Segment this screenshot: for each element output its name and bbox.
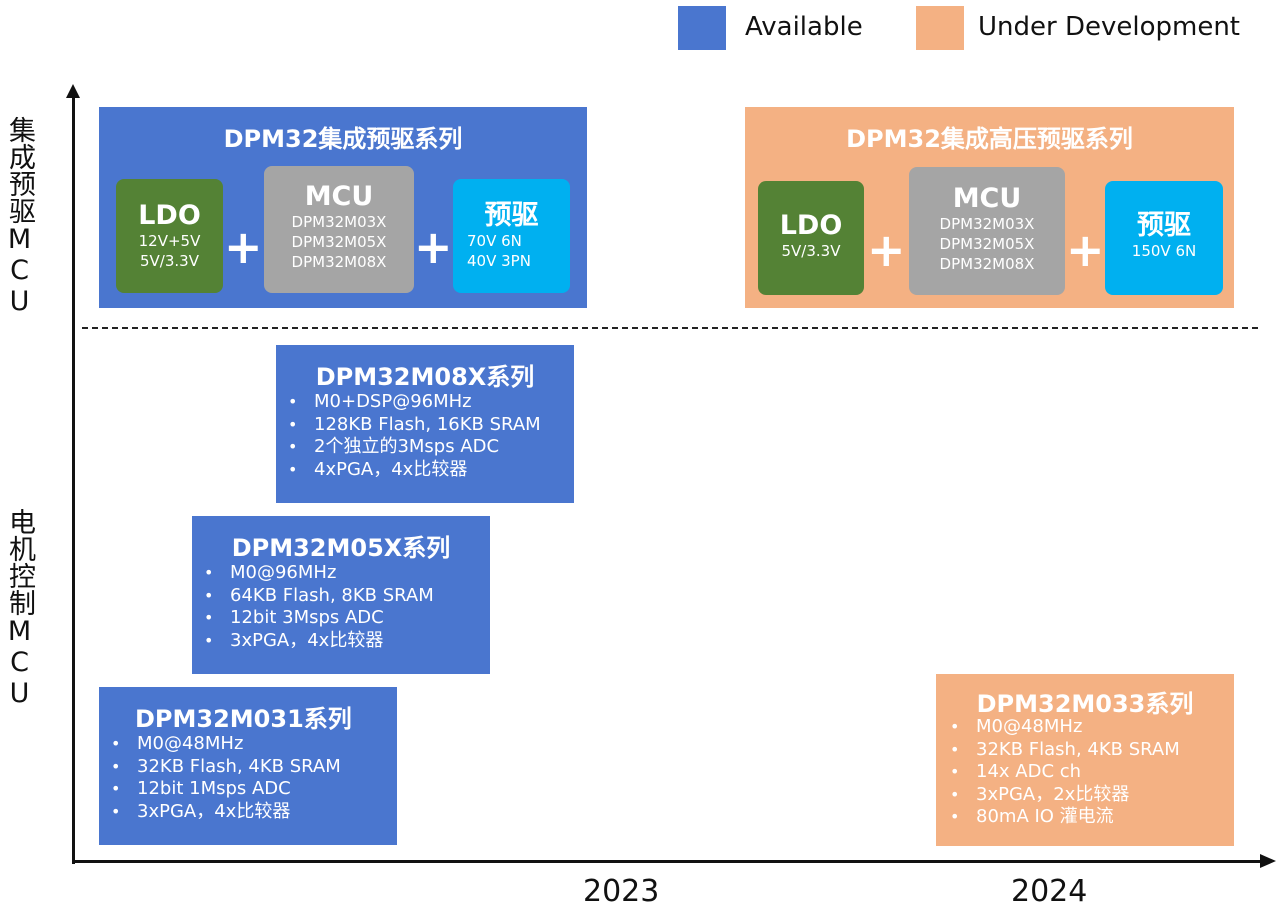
series-m08x-features: M0+DSP@96MHz 128KB Flash, 16KB SRAM 2个独立… (288, 391, 541, 481)
series-m05x-title: DPM32M05X系列 (231, 534, 451, 562)
mcu-model: DPM32M08X (291, 253, 387, 271)
feature-item: M0@48MHz (111, 733, 341, 756)
feature-item: M0@48MHz (950, 716, 1180, 739)
feature-item: M0+DSP@96MHz (288, 391, 541, 414)
x-tick-2023: 2023 (583, 874, 660, 909)
mcu-model: DPM32M03X (939, 215, 1035, 233)
mcu-block: MCU DPM32M03X DPM32M05X DPM32M08X (264, 166, 414, 293)
ldo-title: LDO (138, 200, 201, 231)
plus-sign: + (224, 220, 263, 274)
feature-item: 2个独立的3Msps ADC (288, 436, 541, 459)
ldo-block: LDO 5V/3.3V (758, 181, 864, 295)
ldo-title: LDO (779, 210, 843, 241)
feature-item: 12bit 1Msps ADC (111, 778, 341, 801)
feature-item: 4xPGA，4x比较器 (288, 459, 541, 482)
series-m031-features: M0@48MHz 32KB Flash, 4KB SRAM 12bit 1Msp… (111, 733, 341, 823)
mcu-title: MCU (304, 181, 374, 212)
series-m033-panel: DPM32M033系列 M0@48MHz 32KB Flash, 4KB SRA… (936, 674, 1234, 846)
x-axis-arrowhead (1260, 854, 1276, 868)
plus-sign: + (414, 220, 453, 274)
feature-item: 14x ADC ch (950, 761, 1180, 784)
ldo-block: LDO 12V+5V 5V/3.3V (116, 179, 223, 293)
category-divider (82, 327, 1258, 329)
feature-item: 3xPGA，4x比较器 (111, 801, 341, 824)
feature-item: 32KB Flash, 4KB SRAM (111, 756, 341, 779)
series-m033-features: M0@48MHz 32KB Flash, 4KB SRAM 14x ADC ch… (950, 716, 1180, 829)
integrated-hv-predriver-panel: DPM32集成高压预驱系列 LDO 5V/3.3V + MCU DPM32M03… (745, 107, 1234, 308)
series-m05x-panel: DPM32M05X系列 M0@96MHz 64KB Flash, 8KB SRA… (192, 516, 490, 674)
x-tick-2024: 2024 (1011, 874, 1088, 909)
series-m05x-features: M0@96MHz 64KB Flash, 8KB SRAM 12bit 3Msp… (204, 562, 434, 652)
ldo-spec: 5V/3.3V (781, 242, 841, 260)
predriver-title: 预驱 (1137, 210, 1191, 241)
integrated-hv-predriver-title: DPM32集成高压预驱系列 (846, 125, 1133, 153)
legend-under-development-label: Under Development (978, 12, 1240, 42)
series-m08x-title: DPM32M08X系列 (315, 363, 535, 391)
mcu-model: DPM32M03X (291, 213, 387, 231)
legend-available-label: Available (745, 12, 863, 42)
mcu-model: DPM32M05X (291, 233, 387, 251)
y-label-integrated-predriver: 集成预驱MCU (4, 116, 35, 317)
predriver-title: 预驱 (484, 200, 539, 231)
feature-item: 3xPGA，2x比较器 (950, 784, 1180, 807)
predriver-block: 预驱 150V 6N (1105, 181, 1223, 295)
mcu-model: DPM32M08X (939, 255, 1035, 273)
predriver-spec: 70V 6N (467, 232, 522, 250)
feature-item: 12bit 3Msps ADC (204, 607, 434, 630)
feature-item: M0@96MHz (204, 562, 434, 585)
predriver-block: 预驱 70V 6N 40V 3PN (453, 179, 570, 293)
ldo-spec: 12V+5V (138, 232, 201, 250)
feature-item: 128KB Flash, 16KB SRAM (288, 414, 541, 437)
feature-item: 32KB Flash, 4KB SRAM (950, 739, 1180, 762)
series-m033-title: DPM32M033系列 (976, 690, 1194, 718)
integrated-predriver-panel: DPM32集成预驱系列 LDO 12V+5V 5V/3.3V + MCU DPM… (99, 107, 587, 308)
y-axis (72, 96, 75, 864)
predriver-spec: 150V 6N (1131, 242, 1197, 260)
y-axis-arrowhead (66, 84, 80, 98)
mcu-title: MCU (952, 183, 1022, 214)
plus-sign: + (1066, 223, 1105, 277)
predriver-spec: 40V 3PN (467, 252, 531, 270)
plus-sign: + (867, 223, 906, 277)
series-m08x-panel: DPM32M08X系列 M0+DSP@96MHz 128KB Flash, 16… (276, 345, 574, 503)
series-m031-panel: DPM32M031系列 M0@48MHz 32KB Flash, 4KB SRA… (99, 687, 397, 845)
x-axis (72, 860, 1262, 863)
legend-available-swatch (678, 6, 726, 50)
mcu-block: MCU DPM32M03X DPM32M05X DPM32M08X (909, 167, 1065, 295)
feature-item: 80mA IO 灌电流 (950, 806, 1180, 829)
feature-item: 64KB Flash, 8KB SRAM (204, 585, 434, 608)
integrated-predriver-title: DPM32集成预驱系列 (223, 125, 463, 153)
series-m031-title: DPM32M031系列 (135, 705, 352, 733)
mcu-model: DPM32M05X (939, 235, 1035, 253)
legend-under-development-swatch (916, 6, 964, 50)
feature-item: 3xPGA，4x比较器 (204, 630, 434, 653)
ldo-spec: 5V/3.3V (140, 252, 199, 270)
y-label-motor-control: 电机控制MCU (4, 508, 35, 709)
